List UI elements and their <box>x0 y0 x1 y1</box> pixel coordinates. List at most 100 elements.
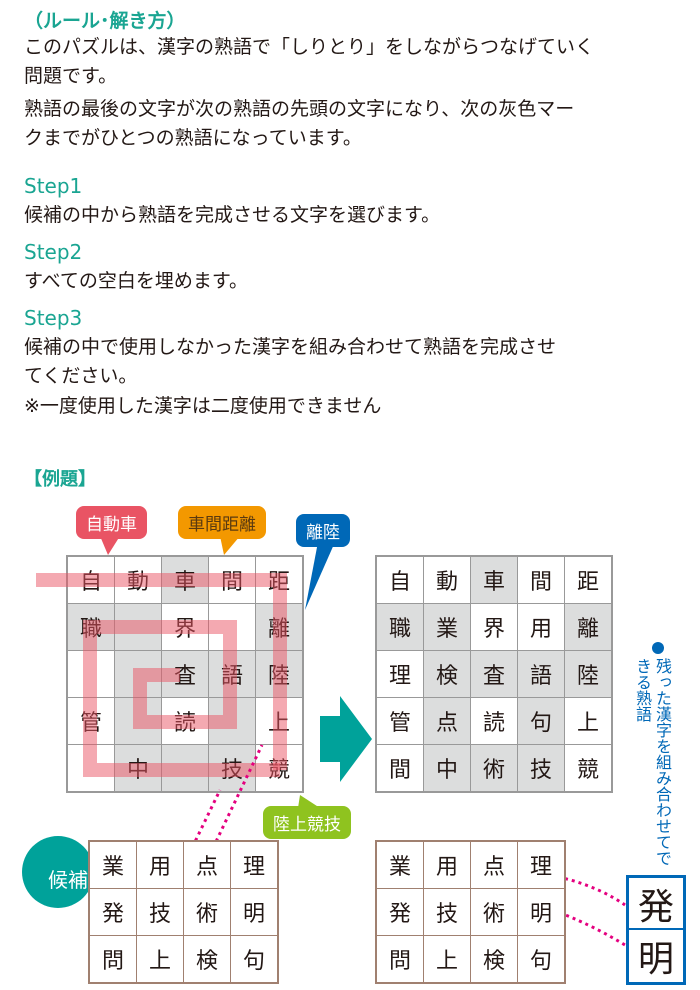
remaining-note: 残った漢字を組み合わせてできる熟語 <box>633 658 672 866</box>
example-title: 【例題】 <box>24 469 96 490</box>
grid-cell: 競 <box>256 745 302 791</box>
bubble-jidosha: 自動車 <box>76 506 147 539</box>
grid-cell <box>162 745 208 791</box>
grid-cell <box>68 651 114 697</box>
bubble-tail <box>220 536 240 555</box>
rules-line: 問題です。 <box>24 65 118 87</box>
answer-char: 発 <box>629 878 683 930</box>
grid-cell: 術 <box>471 889 517 935</box>
grid-cell: 技 <box>209 745 255 791</box>
grid-cell: 問 <box>90 936 136 982</box>
grid-cell: 業 <box>377 842 423 888</box>
bubble-tail <box>100 536 120 555</box>
grid-cell: 動 <box>115 557 161 603</box>
grid-cell: 界 <box>471 604 517 650</box>
grid-cell: 距 <box>565 557 611 603</box>
grid-cell: 離 <box>256 604 302 650</box>
grid-cell: 理 <box>231 842 277 888</box>
grid-cell: 検 <box>424 651 470 697</box>
grid-cell: 動 <box>424 557 470 603</box>
grid-cell: 理 <box>377 651 423 697</box>
bubble-shakankyori: 車間距離 <box>178 506 266 539</box>
grid-cell <box>115 698 161 744</box>
grid-cell: 句 <box>231 936 277 982</box>
grid-cell: 査 <box>162 651 208 697</box>
bubble-rikujokyogi: 陸上競技 <box>263 806 351 839</box>
candidates-label: 候補 <box>48 868 88 892</box>
grid-cell: 点 <box>184 842 230 888</box>
step3-label: Step3 <box>24 306 83 330</box>
grid-cell: 管 <box>68 698 114 744</box>
grid-cell: 自 <box>377 557 423 603</box>
grid-cell: 理 <box>518 842 564 888</box>
arrow-right-icon <box>320 696 372 782</box>
bubble-tail <box>305 542 335 610</box>
grid-cell: 読 <box>471 698 517 744</box>
step3-text: 候補の中で使用しなかった漢字を組み合わせて熟語を完成させ <box>24 336 557 358</box>
grid-cell: 技 <box>137 889 183 935</box>
grid-cell <box>209 698 255 744</box>
example-puzzle-grid: 自動車間距職 界 離査語陸管 読 上中 技競 <box>66 555 304 793</box>
grid-cell <box>68 745 114 791</box>
grid-cell <box>209 604 255 650</box>
bubble-tail <box>298 795 320 808</box>
candidates-grid-used: 業用点理発技術明問上検句 <box>375 840 566 984</box>
rules-line: このパズルは、漢字の熟語で「しりとり」をしながらつなげていく <box>24 36 595 58</box>
grid-cell: 句 <box>518 936 564 982</box>
grid-cell: 発 <box>377 889 423 935</box>
grid-cell: 間 <box>518 557 564 603</box>
grid-cell: 用 <box>424 842 470 888</box>
bullet-icon <box>652 642 664 654</box>
grid-cell: 点 <box>424 698 470 744</box>
grid-cell: 検 <box>184 936 230 982</box>
grid-cell: 明 <box>518 889 564 935</box>
step2-label: Step2 <box>24 240 83 264</box>
grid-cell: 自 <box>68 557 114 603</box>
grid-cell: 技 <box>518 745 564 791</box>
grid-cell: 上 <box>256 698 302 744</box>
step2-text: すべての空白を埋めます。 <box>24 270 249 292</box>
grid-cell: 句 <box>518 698 564 744</box>
candidates-grid: 業用点理発技術明問上検句 <box>88 840 279 984</box>
rules-line: 熟語の最後の文字が次の熟語の先頭の文字になり、次の灰色マー <box>24 98 575 120</box>
grid-cell: 用 <box>518 604 564 650</box>
rules-line: クまでがひとつの熟語になっています。 <box>24 127 362 149</box>
step3-note: ※一度使用した漢字は二度使用できません <box>24 395 382 417</box>
grid-cell: 競 <box>565 745 611 791</box>
grid-cell: 界 <box>162 604 208 650</box>
grid-cell: 職 <box>68 604 114 650</box>
grid-cell: 語 <box>518 651 564 697</box>
grid-cell <box>115 604 161 650</box>
grid-cell: 用 <box>137 842 183 888</box>
grid-cell: 明 <box>231 889 277 935</box>
answer-char: 明 <box>637 939 674 980</box>
grid-cell: 陸 <box>256 651 302 697</box>
step3-text: てください。 <box>24 365 138 387</box>
grid-cell: 車 <box>162 557 208 603</box>
grid-cell: 陸 <box>565 651 611 697</box>
grid-cell: 離 <box>565 604 611 650</box>
grid-cell: 問 <box>377 936 423 982</box>
grid-cell: 査 <box>471 651 517 697</box>
grid-cell: 管 <box>377 698 423 744</box>
grid-cell: 読 <box>162 698 208 744</box>
grid-cell: 術 <box>471 745 517 791</box>
grid-cell: 技 <box>424 889 470 935</box>
step1-text: 候補の中から熟語を完成させる文字を選びます。 <box>24 204 441 226</box>
grid-cell: 職 <box>377 604 423 650</box>
grid-cell: 上 <box>137 936 183 982</box>
grid-cell: 点 <box>471 842 517 888</box>
grid-cell: 上 <box>424 936 470 982</box>
grid-cell: 術 <box>184 889 230 935</box>
example-solution-grid: 自動車間距職業界用離理検査語陸管点読句上間中術技競 <box>375 555 613 793</box>
grid-cell: 中 <box>115 745 161 791</box>
grid-cell: 間 <box>377 745 423 791</box>
grid-cell: 間 <box>209 557 255 603</box>
bubble-ririku: 離陸 <box>296 514 350 547</box>
answer-box: 発 明 <box>626 875 686 985</box>
grid-cell: 語 <box>209 651 255 697</box>
grid-cell: 車 <box>471 557 517 603</box>
grid-cell: 距 <box>256 557 302 603</box>
